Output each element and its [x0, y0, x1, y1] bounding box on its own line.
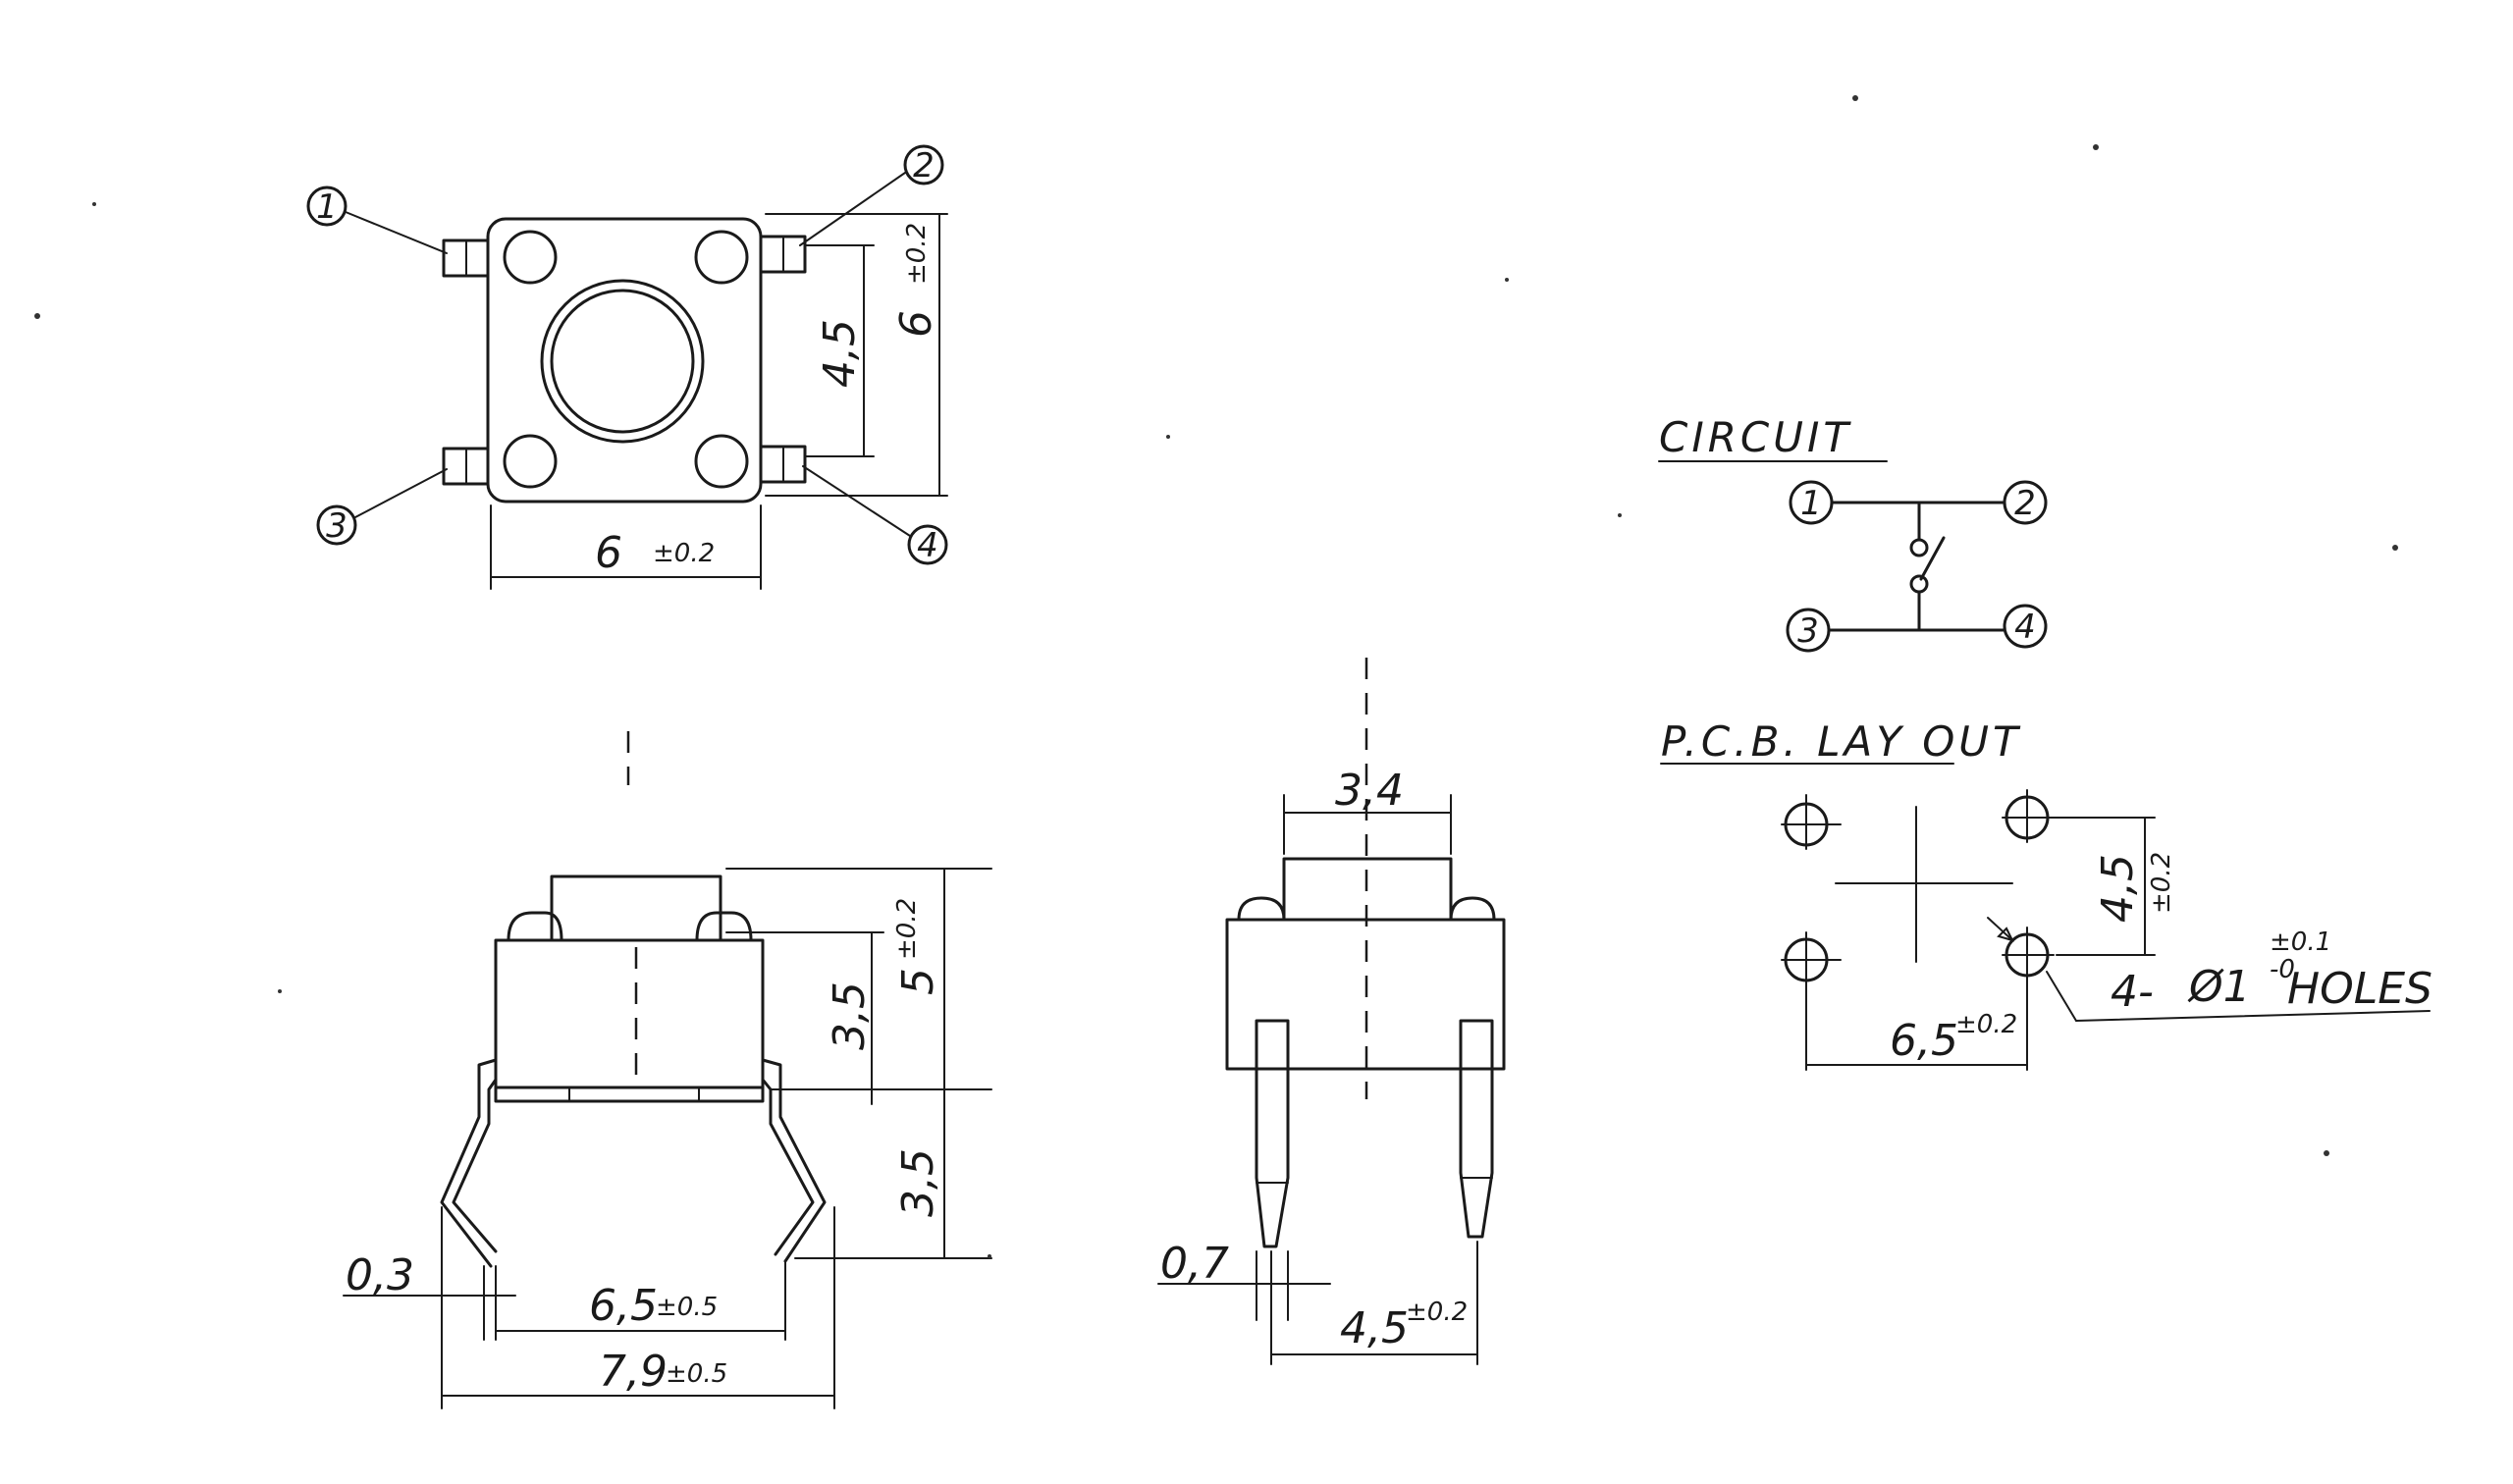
side-actuator-width-dim: 3,4 [1335, 766, 1404, 816]
top-height-tol: ±0.2 [902, 223, 932, 285]
svg-text:7,9: 7,9 [599, 1347, 668, 1397]
front-body-height-dim: 3,5 [825, 981, 875, 1050]
circuit-diagram: CIRCUIT 1 2 3 4 [1658, 413, 2048, 653]
svg-text:5: 5 [893, 968, 943, 995]
corner-post-bl [503, 434, 558, 489]
front-total-height-dim: 5 [893, 968, 943, 995]
svg-text:4,5: 4,5 [2093, 854, 2143, 923]
svg-text:4,5: 4,5 [1340, 1303, 1409, 1353]
pin-callout-3: 3 [316, 468, 448, 546]
pcb-holes-tol: ±0.1 [2270, 928, 2331, 957]
pcb-horizontal-dim: 6,5 [1890, 1016, 1958, 1066]
pcb-title: P.C.B. LAY OUT [1661, 717, 2022, 766]
leg-left [440, 1058, 498, 1268]
pcb-horizontal-tol: ±0.2 [1955, 1010, 2017, 1039]
front-total-height-tol: ±0.2 [892, 898, 922, 960]
side-pin-spacing-dim: 4,5 [1340, 1303, 1409, 1353]
top-view: 1 2 3 4 6 ±0.2 6 ±0.2 [306, 144, 948, 590]
svg-text:6,5: 6,5 [1890, 1016, 1958, 1066]
svg-text:2: 2 [913, 146, 935, 186]
front-overall-width-tol: ±0.5 [666, 1359, 727, 1389]
svg-text:6,5: 6,5 [589, 1281, 658, 1331]
corner-post-tl [503, 230, 558, 285]
pcb-layout: P.C.B. LAY OUT 4,5 ±0.2 6,5 ±0.2 [1660, 717, 2433, 1071]
scan-specks [34, 95, 2398, 1258]
switch-body-top [486, 217, 763, 504]
front-overall-width-dim: 7,9 [599, 1347, 668, 1397]
svg-text:±0.2: ±0.2 [2147, 852, 2176, 914]
bump-left [507, 911, 563, 942]
pcb-holes-label: HOLES [2287, 964, 2433, 1014]
body-front [494, 938, 765, 1089]
front-leg-spacing-tol: ±0.5 [656, 1293, 718, 1322]
front-view: 3,5 5 ±0.2 3,5 0,3 6,5 ±0.5 7,9 ±0.5 [343, 731, 992, 1409]
svg-text:±0.2: ±0.2 [1406, 1298, 1468, 1327]
pcb-vertical-tol: ±0.2 [2147, 852, 2176, 914]
side-pin-spacing-tol: ±0.2 [1406, 1298, 1468, 1327]
front-leg-height-dim: 3,5 [893, 1148, 943, 1217]
base-front [494, 1086, 765, 1103]
svg-text:6: 6 [595, 528, 622, 578]
pin-callout-4: 4 [802, 465, 948, 565]
svg-text:6: 6 [891, 310, 941, 338]
top-pin-spacing-dim: 4,5 [815, 319, 865, 388]
top-height-dim: 6 [891, 310, 941, 338]
bump-right [695, 911, 753, 942]
side-pin-right [1459, 1019, 1494, 1239]
svg-text:±0.2: ±0.2 [902, 223, 932, 285]
pcb-holes-count: 4- [2111, 967, 2154, 1017]
front-leg-thickness-dim: 0,3 [346, 1250, 414, 1300]
svg-text:±0.2: ±0.2 [653, 539, 715, 568]
top-width-tol: ±0.2 [653, 539, 715, 568]
pcb-holes-tol-lower: -0 [2270, 955, 2295, 984]
circuit-title: CIRCUIT [1659, 413, 1852, 461]
svg-text:1: 1 [316, 187, 338, 227]
top-width-dim: 6 [595, 528, 622, 578]
corner-post-br [694, 434, 749, 489]
actuator-outer [540, 279, 705, 444]
svg-text:4: 4 [917, 526, 938, 565]
svg-text:±0.5: ±0.5 [666, 1359, 727, 1389]
corner-post-tr [694, 230, 749, 285]
side-view: 3,4 0,7 4,5 ±0.2 [1157, 658, 1506, 1365]
circuit-pin-4: 4 [2014, 608, 2036, 647]
svg-text:±0.2: ±0.2 [1955, 1010, 2017, 1039]
svg-text:3: 3 [326, 506, 348, 546]
side-pin-left [1255, 1019, 1290, 1248]
pcb-vertical-dim: 4,5 [2093, 854, 2143, 923]
circuit-pin-1: 1 [1800, 484, 1822, 523]
pin-callout-2: 2 [799, 144, 944, 246]
switch-contact [1919, 536, 1946, 581]
svg-text:±0.2: ±0.2 [892, 898, 922, 960]
pin-callout-1: 1 [306, 186, 448, 254]
actuator-inner [550, 289, 695, 434]
front-leg-spacing-dim: 6,5 [589, 1281, 658, 1331]
leg-right [761, 1058, 827, 1263]
pcb-holes-diameter: Ø1 [2187, 962, 2251, 1012]
circuit-pin-2: 2 [2014, 484, 2036, 523]
actuator-front [550, 874, 722, 942]
side-pin-width-dim: 0,7 [1160, 1239, 1229, 1289]
svg-text:±0.5: ±0.5 [656, 1293, 718, 1322]
circuit-pin-3: 3 [1797, 611, 1819, 651]
